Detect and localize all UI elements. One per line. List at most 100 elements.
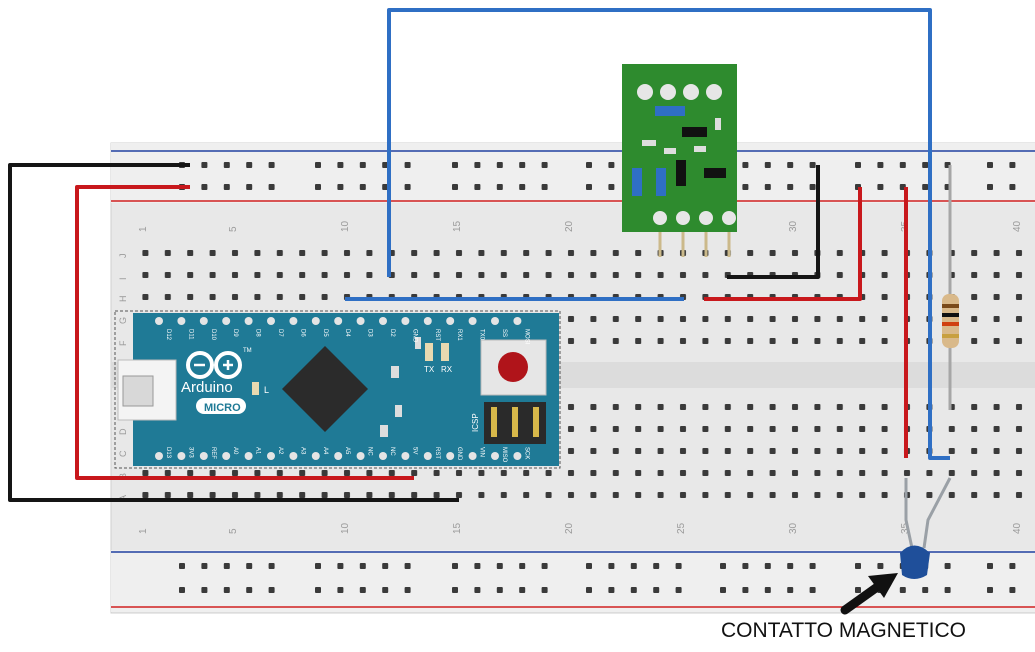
pin-top	[222, 317, 231, 325]
row-label: D	[118, 428, 128, 435]
rail-hole	[877, 162, 884, 168]
row-label: A	[118, 495, 128, 501]
rail-hole	[675, 587, 682, 593]
pin-label-bottom: 3V3	[187, 447, 193, 458]
led-rx	[441, 343, 449, 361]
pin-label-top: D3	[367, 329, 373, 337]
rail-hole	[337, 587, 344, 593]
rail-hole	[337, 184, 344, 190]
arduino-tm-label: TM	[243, 348, 252, 354]
rail-hole	[496, 162, 503, 168]
column-number-label: 10	[340, 220, 351, 232]
pin-top	[155, 317, 163, 325]
rail-hole	[944, 563, 951, 569]
pin-label-bottom: D13	[165, 447, 171, 459]
pin-bottom	[446, 452, 455, 460]
rail-hole	[809, 184, 816, 190]
rail-hole	[899, 162, 906, 168]
rail-hole	[608, 587, 615, 593]
pin-label-bottom: A1	[255, 447, 261, 455]
pin-bottom	[244, 452, 253, 460]
led-l-label: L	[264, 385, 269, 395]
pin-label-bottom: RST	[434, 447, 440, 459]
pin-top	[199, 317, 208, 325]
led-l	[252, 382, 259, 395]
pin-label-top: D8	[255, 329, 261, 337]
pin-label-bottom: GND	[456, 447, 462, 461]
rail-hole	[223, 563, 230, 569]
rail-hole	[787, 563, 794, 569]
row-label: G	[118, 317, 128, 324]
smd-component	[380, 425, 388, 437]
pin-bottom	[423, 452, 432, 460]
arduino-outline	[114, 310, 561, 469]
rail-hole	[764, 162, 771, 168]
row-label: B	[118, 473, 128, 479]
pin-top	[379, 317, 387, 325]
pin-bottom	[356, 452, 365, 460]
rail-hole	[809, 563, 816, 569]
rail-hole	[1009, 563, 1016, 569]
rail-hole	[720, 587, 726, 593]
pin-bottom	[155, 452, 163, 460]
rail-hole	[496, 587, 503, 593]
pin-bottom	[177, 452, 186, 460]
pin-bottom	[289, 452, 298, 460]
rail-hole	[877, 184, 884, 190]
rail-hole	[315, 184, 321, 190]
wires	[8, 8, 950, 502]
pin-top	[334, 317, 343, 325]
pin-top	[289, 317, 298, 325]
rail-hole	[720, 563, 726, 569]
microcontroller-chip	[282, 346, 368, 432]
column-number-label: 30	[788, 522, 799, 534]
pin-label-top: RX1	[456, 329, 462, 341]
pin-label-bottom: A0	[232, 447, 238, 455]
pin-label-top: D7	[277, 329, 283, 337]
reset-button	[498, 352, 528, 382]
column-number-label: 25	[676, 522, 687, 534]
row-label: C	[118, 450, 128, 457]
rail-hole	[586, 587, 592, 593]
rail-hole	[809, 587, 816, 593]
rail-hole	[359, 184, 366, 190]
rail-hole	[223, 162, 230, 168]
rail-hole	[496, 184, 503, 190]
pin-label-top: D11	[187, 329, 193, 340]
pin-label-bottom: REF	[210, 447, 216, 459]
rail-hole	[519, 587, 526, 593]
pin-bottom	[468, 452, 477, 460]
pin-top	[513, 317, 522, 325]
pin-label-bottom: MISO	[501, 447, 507, 463]
usb-port	[122, 375, 154, 407]
breadboard: JIHGFEDCBA115510101515202025253030353540…	[110, 142, 1035, 614]
resistor-body	[942, 294, 959, 348]
rail-hole	[382, 587, 389, 593]
arduino-name-label: Arduino	[181, 379, 233, 396]
rail-hole	[404, 587, 411, 593]
row-label: H	[118, 296, 128, 303]
rail-hole	[246, 563, 253, 569]
rail-hole	[268, 162, 275, 168]
rail-hole	[246, 162, 253, 168]
red-wire-left	[75, 185, 414, 480]
rail-hole	[1009, 162, 1016, 168]
rail-hole	[742, 587, 749, 593]
rail-hole	[474, 162, 481, 168]
rail-hole	[246, 587, 253, 593]
pin-label-bottom: VIN	[479, 447, 485, 457]
pin-label-top: D2	[389, 329, 395, 337]
rail-hole	[452, 563, 458, 569]
rail-hole	[855, 162, 861, 168]
rail-hole	[586, 184, 592, 190]
pin-top	[244, 317, 253, 325]
rail-hole	[855, 563, 861, 569]
rail-hole	[179, 563, 185, 569]
rail-hole	[922, 162, 929, 168]
rail-hole	[586, 563, 592, 569]
caption-label: CONTATTO MAGNETICO	[721, 619, 966, 642]
column-number-label: 35	[900, 522, 911, 534]
column-number-label: 40	[1012, 522, 1023, 534]
resistor	[942, 165, 959, 410]
